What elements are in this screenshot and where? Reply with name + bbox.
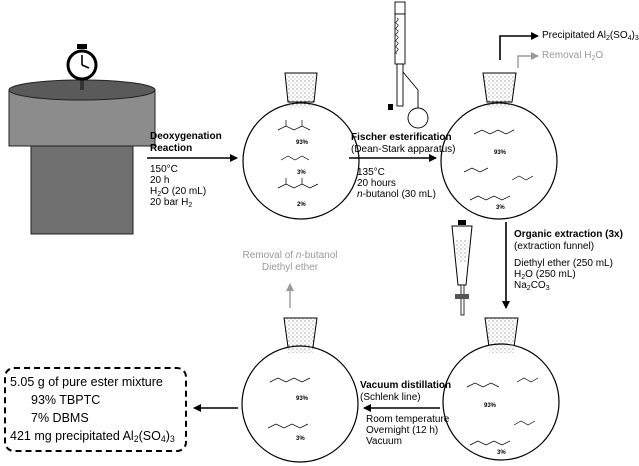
- step3-cond-1: Diethyl ether (250 mL): [514, 258, 613, 269]
- step1-title-line1: Deoxygenation: [150, 131, 222, 142]
- step4-title: Vacuum distillation: [360, 380, 452, 391]
- arrow-precip: [499, 32, 539, 60]
- flask1-pct-1: 93%: [296, 140, 309, 146]
- step4-subtitle: (Schlenk line): [360, 392, 421, 403]
- step4-cond-2: Overnight (12 h): [366, 425, 439, 436]
- step1-cond-4: 20 bar H2: [150, 197, 193, 209]
- flask4-pct-2: 3%: [296, 436, 305, 442]
- step2-cond-2: 20 hours: [357, 178, 396, 189]
- step3-title: Organic extraction (3x): [514, 229, 623, 240]
- flask-4-icon: [241, 317, 359, 463]
- removal-butanol-line1: Removal of n-butanol: [242, 250, 338, 261]
- step2-cond-3: n-butanol (30 mL): [357, 189, 436, 200]
- dean-stark-icon: [388, 1, 429, 129]
- step2-cond-1: 135°C: [357, 167, 385, 178]
- stopwatch-icon: [66, 44, 98, 81]
- result-line-1: 5.05 g of pure ester mixture: [10, 375, 163, 389]
- result-box: [4, 367, 187, 452]
- flask-1-icon: [242, 72, 360, 220]
- step3-subtitle: (extraction funnel): [514, 241, 595, 252]
- step3-cond-3: Na2CO3: [514, 280, 550, 292]
- removal-butanol-line2: Diethyl ether: [261, 262, 319, 273]
- step2-subtitle: (Dean-Stark apparatus): [351, 144, 456, 155]
- step1-cond-2: 20 h: [150, 175, 170, 186]
- result-line-3: 7% DBMS: [31, 411, 89, 425]
- step2-title: Fischer esterification: [351, 132, 452, 143]
- flask3-pct-1: 93%: [484, 403, 497, 409]
- arrow-water: [517, 52, 539, 68]
- flask1-pct-2: 3%: [297, 170, 306, 176]
- separatory-funnel-icon: [451, 220, 473, 316]
- step4-cond-1: Room temperature: [366, 414, 450, 425]
- flask4-pct-1: 93%: [296, 396, 309, 402]
- step1-title-line2: Reaction: [150, 143, 193, 154]
- reactor-icon: [8, 64, 156, 235]
- flask2-pct-2: 3%: [496, 205, 505, 211]
- step3-cond-2: H2O (250 mL): [514, 269, 576, 281]
- removal-water-label: Removal H2O: [542, 50, 604, 62]
- step4-cond-3: Vacuum: [366, 436, 402, 447]
- result-line-4: 421 mg precipitated Al2(SO4)3: [10, 429, 175, 444]
- flask3-pct-2: 3%: [497, 450, 506, 456]
- precipitated-salt-label: Precipitated Al2(SO4)3: [542, 30, 639, 42]
- flask1-pct-3: 2%: [297, 202, 306, 208]
- flask2-pct-1: 93%: [494, 150, 507, 156]
- result-line-2: 93% TBPTC: [31, 393, 101, 407]
- step1-cond-3: H2O (20 mL): [150, 186, 207, 198]
- step1-cond-1: 150°C: [150, 164, 178, 175]
- flask-2-icon: [440, 72, 558, 220]
- flask-3-icon: [442, 317, 560, 461]
